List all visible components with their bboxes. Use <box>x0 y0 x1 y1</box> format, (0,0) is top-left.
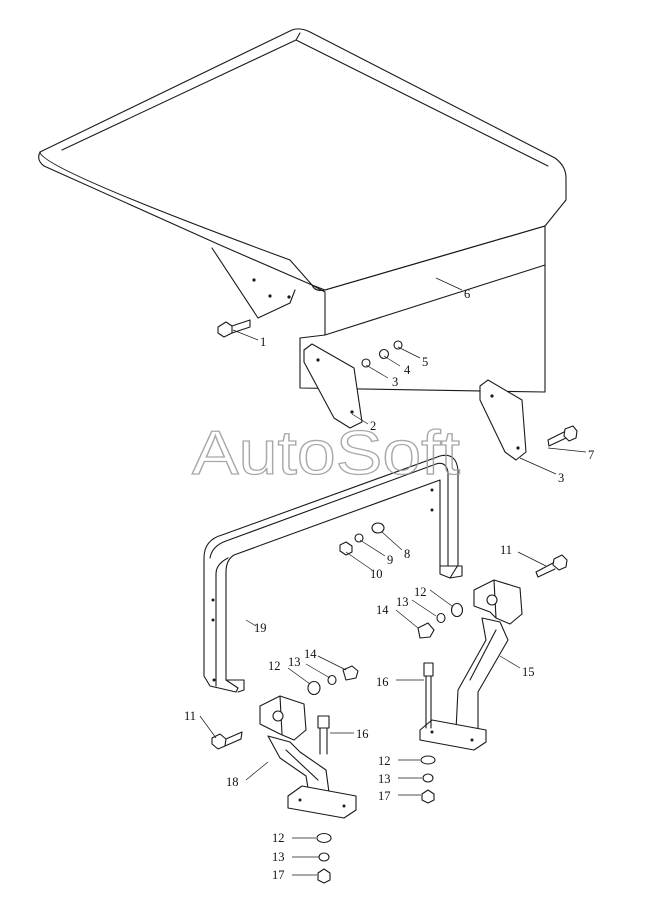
bolt-part-16-left <box>317 715 330 755</box>
callout-3: 3 <box>558 471 564 485</box>
callout-19: 19 <box>254 621 267 635</box>
fasteners-right-lower <box>420 755 436 804</box>
callout-7: 7 <box>588 448 594 462</box>
callout-17: 17 <box>378 789 391 803</box>
callout-16: 16 <box>376 675 389 689</box>
callout-16: 16 <box>356 727 369 741</box>
bracket-right <box>479 379 527 461</box>
callout-12: 12 <box>272 831 285 845</box>
callout-5: 5 <box>422 355 428 369</box>
u-frame-part-19 <box>203 454 463 693</box>
callout-15: 15 <box>522 665 535 679</box>
callout-9: 9 <box>387 553 393 567</box>
callout-4: 4 <box>404 363 411 377</box>
callout-11: 11 <box>184 709 196 723</box>
callout-2: 2 <box>370 419 376 433</box>
bolt-part-11-left <box>211 731 243 750</box>
callout-8: 8 <box>404 547 410 561</box>
callout-13: 13 <box>396 595 409 609</box>
canopy-roof <box>38 28 567 393</box>
leader-lines <box>199 277 587 876</box>
callout-12: 12 <box>414 585 427 599</box>
callout-6: 6 <box>464 287 470 301</box>
callout-14: 14 <box>376 603 389 617</box>
support-right-part-15 <box>419 579 523 751</box>
callout-11: 11 <box>500 543 512 557</box>
callout-12: 12 <box>378 754 391 768</box>
watermark-text: AutoSoft <box>192 419 460 488</box>
callout-14: 14 <box>304 647 317 661</box>
bolt-part-16-right <box>423 662 434 729</box>
callout-10: 10 <box>370 567 383 581</box>
support-left-part-18 <box>259 695 357 819</box>
callout-12: 12 <box>268 659 281 673</box>
fasteners-right-12-13-14 <box>417 602 464 639</box>
fasteners-8-9-10 <box>339 522 385 556</box>
bolt-part-7 <box>547 425 578 447</box>
callout-3: 3 <box>392 375 398 389</box>
callout-13: 13 <box>288 655 301 669</box>
fasteners-left-3-4-5 <box>361 340 403 368</box>
fasteners-left-lower <box>316 832 332 884</box>
callout-labels: 1 2 3 4 5 6 7 3 8 9 10 11 12 13 14 15 16… <box>184 287 594 882</box>
callout-18: 18 <box>226 775 239 789</box>
fasteners-left-12-13-14 <box>307 665 359 696</box>
bracket-left-part-2 <box>303 343 363 429</box>
callout-13: 13 <box>378 772 391 786</box>
callout-13: 13 <box>272 850 285 864</box>
bolt-part-11-right <box>535 554 568 578</box>
callout-1: 1 <box>260 335 266 349</box>
callout-17: 17 <box>272 868 285 882</box>
bolt-part-1 <box>217 319 251 338</box>
